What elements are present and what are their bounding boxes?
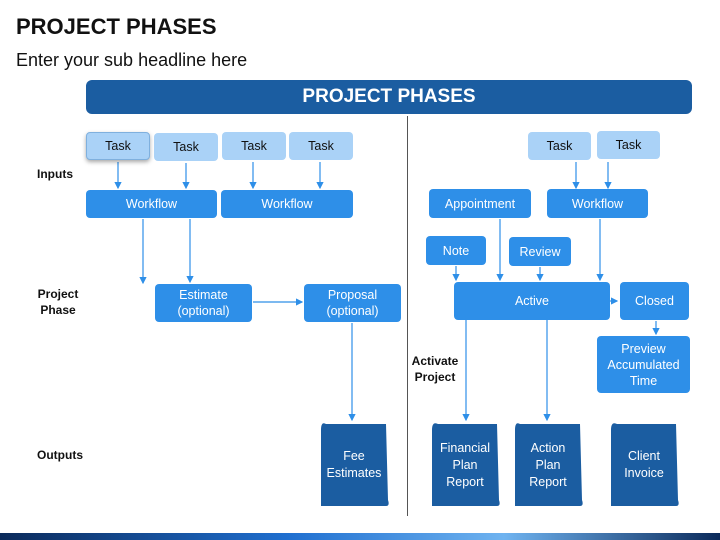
action-plan-report-scroll[interactable]: Action Plan Report xyxy=(529,440,567,489)
workflow-box-left-1[interactable]: Workflow xyxy=(86,190,217,218)
scroll-shape-fee xyxy=(321,423,389,506)
diagram-banner: PROJECT PHASES xyxy=(86,80,692,114)
task-box-2[interactable]: Task xyxy=(154,133,218,161)
row-label-outputs: Outputs xyxy=(37,448,83,462)
page-title: PROJECT PHASES xyxy=(16,14,217,39)
task-box-6[interactable]: Task xyxy=(597,131,660,159)
appointment-box[interactable]: Appointment xyxy=(429,189,531,218)
workflow-box-left-2[interactable]: Workflow xyxy=(221,190,353,218)
scroll-shape-invoice xyxy=(611,423,679,506)
page-subtitle: Enter your sub headline here xyxy=(16,50,248,70)
task-box-5[interactable]: Task xyxy=(528,132,591,160)
closed-box[interactable]: Closed xyxy=(620,282,689,320)
section-divider xyxy=(407,116,408,516)
note-box[interactable]: Note xyxy=(426,236,486,265)
fee-estimates-scroll[interactable]: Fee Estimates xyxy=(326,449,382,480)
row-label-project-phase: Project Phase xyxy=(37,287,79,317)
scroll-shape-action xyxy=(515,423,583,506)
workflow-box-right[interactable]: Workflow xyxy=(547,189,648,218)
scroll-shape-financial xyxy=(432,423,500,506)
row-label-activate-project: Activate Project xyxy=(411,354,459,384)
proposal-box[interactable]: Proposal (optional) xyxy=(304,284,401,322)
client-invoice-scroll[interactable]: Client Invoice xyxy=(624,449,664,480)
task-box-1[interactable]: Task xyxy=(86,132,150,160)
footer-bar xyxy=(0,533,720,540)
task-box-3[interactable]: Task xyxy=(222,132,286,160)
financial-plan-report-scroll[interactable]: Financial Plan Report xyxy=(439,440,491,489)
estimate-box[interactable]: Estimate (optional) xyxy=(155,284,252,322)
active-box[interactable]: Active xyxy=(454,282,610,320)
row-label-inputs: Inputs xyxy=(37,167,73,181)
review-box[interactable]: Review xyxy=(509,237,571,266)
task-box-4[interactable]: Task xyxy=(289,132,353,160)
preview-accumulated-time-box[interactable]: Preview Accumulated Time xyxy=(597,336,690,393)
